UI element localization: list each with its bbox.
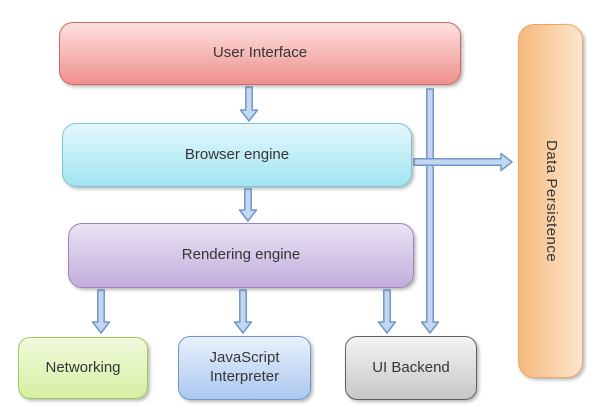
node-ui-backend-label: UI Backend <box>372 358 450 376</box>
arrow-rendering-engine-to-ui-backend <box>377 289 397 334</box>
node-rendering-engine: Rendering engine <box>68 223 414 288</box>
node-ui-backend: UI Backend <box>345 336 477 400</box>
node-javascript-interpreter: JavaScript Interpreter <box>178 336 311 400</box>
node-user-interface: User Interface <box>59 22 461 85</box>
arrow-user-interface-to-browser-engine <box>239 86 259 122</box>
node-networking: Networking <box>18 337 148 399</box>
arrow-browser-engine-to-rendering-engine <box>238 188 258 222</box>
node-data-persistence: Data Persistence <box>518 24 583 378</box>
node-rendering-engine-label: Rendering engine <box>181 246 301 264</box>
arrow-browser-engine-to-data-persistence <box>413 152 513 172</box>
arrow-rendering-engine-to-networking <box>91 289 111 334</box>
node-browser-engine-label: Browser engine <box>184 145 290 163</box>
arrow-rendering-engine-to-javascript-interpreter <box>233 289 253 334</box>
node-networking-label: Networking <box>45 358 121 376</box>
node-browser-engine: Browser engine <box>62 123 412 187</box>
arrow-user-interface-to-ui-backend <box>420 88 440 334</box>
node-user-interface-label: User Interface <box>212 44 308 62</box>
node-data-persistence-label: Data Persistence <box>542 139 560 263</box>
node-javascript-interpreter-label: JavaScript Interpreter <box>209 349 280 385</box>
